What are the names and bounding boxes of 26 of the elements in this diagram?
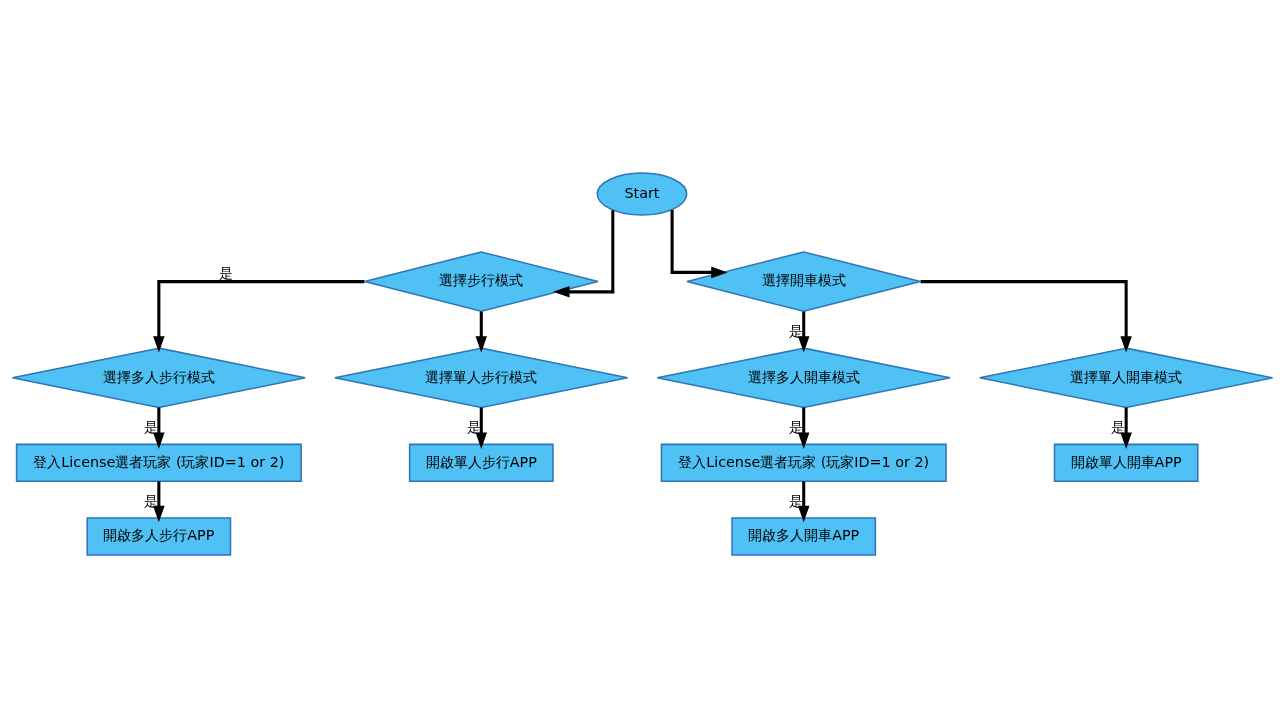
node-diamond: 選擇多人步行模式	[11, 346, 306, 408]
node-box: 登入License選者玩家 (玩家ID=1 or 2)	[660, 443, 947, 482]
arrow	[797, 480, 810, 522]
node-ellipse: Start	[596, 171, 688, 216]
arrow	[553, 209, 615, 298]
node-diamond: 選擇開車模式	[686, 250, 922, 312]
node-diamond: 選擇多人開車模式	[656, 346, 951, 408]
arrow	[670, 209, 728, 278]
arrow	[920, 279, 1132, 353]
edge-label: 是	[218, 264, 233, 281]
arrow	[153, 480, 165, 522]
arrow	[475, 407, 488, 449]
node-box: 開啟多人開車APP	[731, 516, 877, 556]
node-box: 登入License選者玩家 (玩家ID=1 or 2)	[15, 443, 302, 482]
arrow	[153, 279, 365, 353]
node-box: 開啟單人開車APP	[1053, 443, 1199, 482]
arrow	[475, 311, 488, 353]
arrow	[797, 407, 810, 449]
node-diamond: 選擇單人步行模式	[334, 346, 629, 408]
node-diamond: 選擇步行模式	[363, 250, 599, 312]
arrow	[1120, 407, 1132, 449]
arrow	[153, 407, 165, 449]
node-box: 開啟多人步行APP	[86, 516, 232, 556]
node-box: 開啟單人步行APP	[408, 443, 554, 482]
arrow	[797, 311, 810, 353]
node-diamond: 選擇單人開車模式	[979, 346, 1274, 408]
